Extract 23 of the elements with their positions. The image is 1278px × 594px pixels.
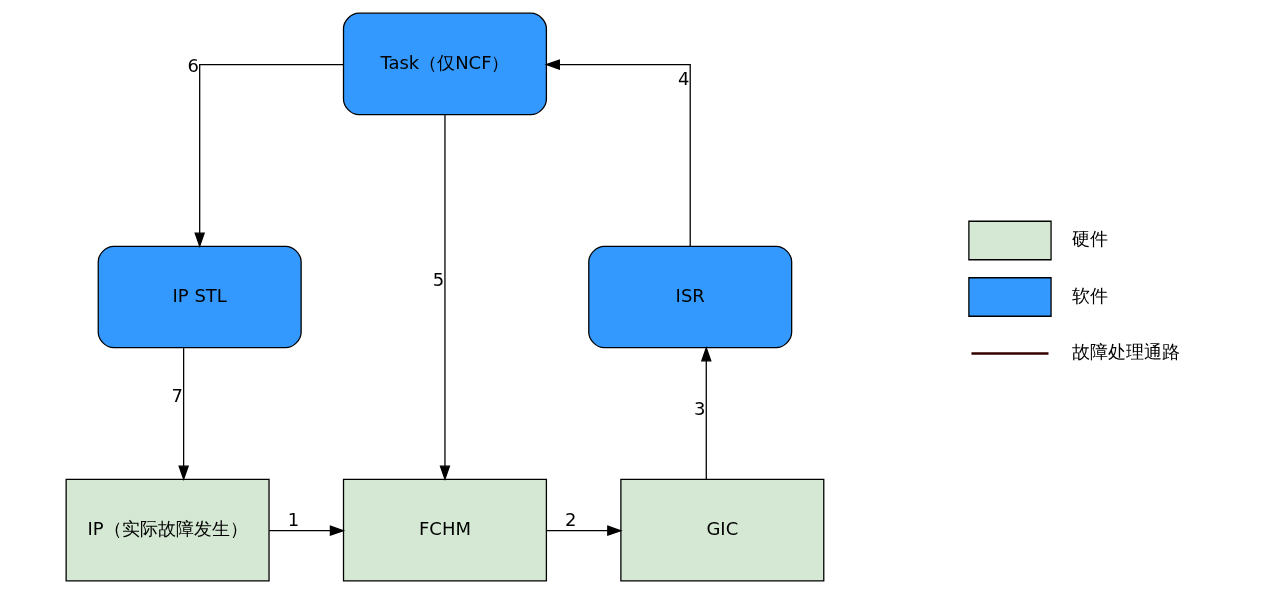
edge-label: 4: [677, 67, 690, 89]
arrow: [268, 525, 345, 537]
node-box: IP STL: [97, 245, 302, 349]
node-box: ISR: [587, 245, 792, 349]
edge-label: 3: [693, 398, 706, 420]
legend-label: 软件: [1071, 284, 1108, 306]
node-box: GIC: [619, 478, 824, 582]
node-box: Task（仅NCF）: [342, 12, 547, 116]
arrow: [545, 525, 623, 537]
arrow: [700, 346, 712, 480]
edge-label: 6: [187, 55, 199, 77]
edge-label: 5: [432, 268, 444, 290]
arrow: [439, 114, 450, 481]
node-box: FCHM: [342, 478, 547, 582]
legend-label: 硬件: [1071, 228, 1108, 250]
arrow: [177, 347, 189, 481]
edge-label: 2: [564, 508, 577, 530]
legend-label: 故障处理通路: [1071, 341, 1180, 363]
edge-label: 7: [170, 385, 183, 407]
node-box: IP（实际故障发生）: [65, 478, 270, 582]
arrow: [544, 59, 691, 247]
edge-label: 1: [287, 508, 299, 530]
arrow: [193, 63, 344, 248]
